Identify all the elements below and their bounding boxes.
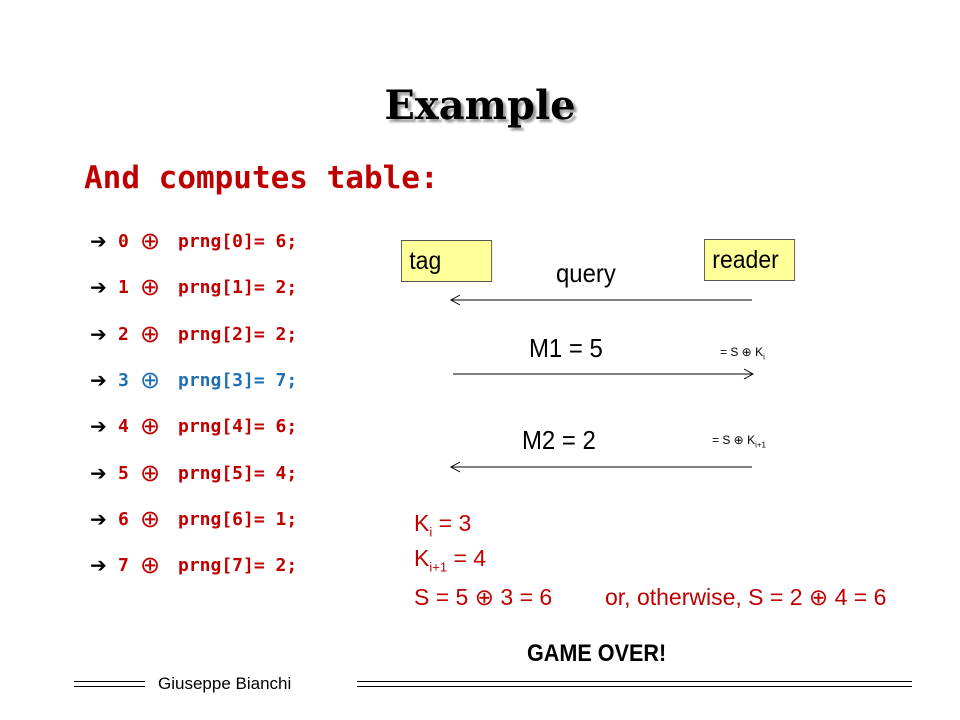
xor-symbol: ⊕ [140,366,161,394]
table-row: ➔ 0 ⊕ prng[0]= 6; [90,223,297,259]
table-row: ➔ 6 ⊕ prng[6]= 1; [90,501,297,537]
xor-symbol: ⊕ [140,459,161,487]
right-arrow-icon: ➔ [90,275,107,299]
ki1-value: Ki+1 = 4 [414,545,487,575]
footer-author: Giuseppe Bianchi [158,674,292,693]
right-arrow-icon: ➔ [90,553,107,577]
xor-symbol: ⊕ [140,320,161,348]
xor-symbol: ⊕ [140,505,161,533]
row-expression: prng[7]= 2; [178,554,298,576]
reader-label: reader [712,246,779,274]
footer-rule-left [74,681,145,687]
right-arrow-icon: ➔ [90,322,107,346]
row-expression: prng[5]= 4; [178,462,298,484]
right-arrow-icon: ➔ [90,368,107,392]
right-arrow-icon: ➔ [90,414,107,438]
row-index: 0 [118,230,129,252]
m1-note: = S ⊕ Ki [720,345,765,362]
xor-symbol: ⊕ [140,273,161,301]
table-row: ➔ 4 ⊕ prng[4]= 6; [90,408,297,444]
table-row: ➔ 1 ⊕ prng[1]= 2; [90,269,297,305]
m2-label: M2 = 2 [522,425,596,455]
right-arrow-icon: ➔ [90,229,107,253]
row-index: 1 [118,276,129,298]
right-arrow-icon: ➔ [90,507,107,531]
footer-rule-right [357,681,912,687]
slide-subtitle: And computes table: [84,160,439,196]
table-row: ➔ 3 ⊕ prng[3]= 7; [90,362,297,398]
m1-label: M1 = 5 [529,333,603,363]
right-arrow-icon: ➔ [90,461,107,485]
row-expression: prng[1]= 2; [178,276,298,298]
ki-value: Ki = 3 [414,510,472,540]
reader-box: reader [704,239,796,281]
table-row: ➔ 2 ⊕ prng[2]= 2; [90,316,297,352]
table-row: ➔ 5 ⊕ prng[5]= 4; [90,455,297,491]
tag-box: tag [401,240,493,282]
row-index: 5 [118,462,129,484]
row-index: 7 [118,554,129,576]
row-index: 4 [118,415,129,437]
game-over-text: GAME OVER! [527,640,667,667]
row-index: 6 [118,508,129,530]
row-index: 2 [118,323,129,345]
table-row: ➔ 7 ⊕ prng[7]= 2; [90,547,297,583]
xor-symbol: ⊕ [140,412,161,440]
row-expression: prng[0]= 6; [178,230,298,252]
query-label: query [556,258,616,288]
row-expression: prng[3]= 7; [178,369,298,391]
row-expression: prng[4]= 6; [178,415,298,437]
tag-label: tag [409,247,442,275]
s-computation: S = 5 ⊕ 3 = 6 [414,584,553,610]
xor-symbol: ⊕ [140,551,161,579]
row-index: 3 [118,369,129,391]
slide-title: Example [384,82,576,129]
row-expression: prng[6]= 1; [178,508,298,530]
row-expression: prng[2]= 2; [178,323,298,345]
xor-symbol: ⊕ [140,227,161,255]
m2-note: = S ⊕ Ki+1 [712,433,766,450]
s-alternative: or, otherwise, S = 2 ⊕ 4 = 6 [605,584,887,610]
